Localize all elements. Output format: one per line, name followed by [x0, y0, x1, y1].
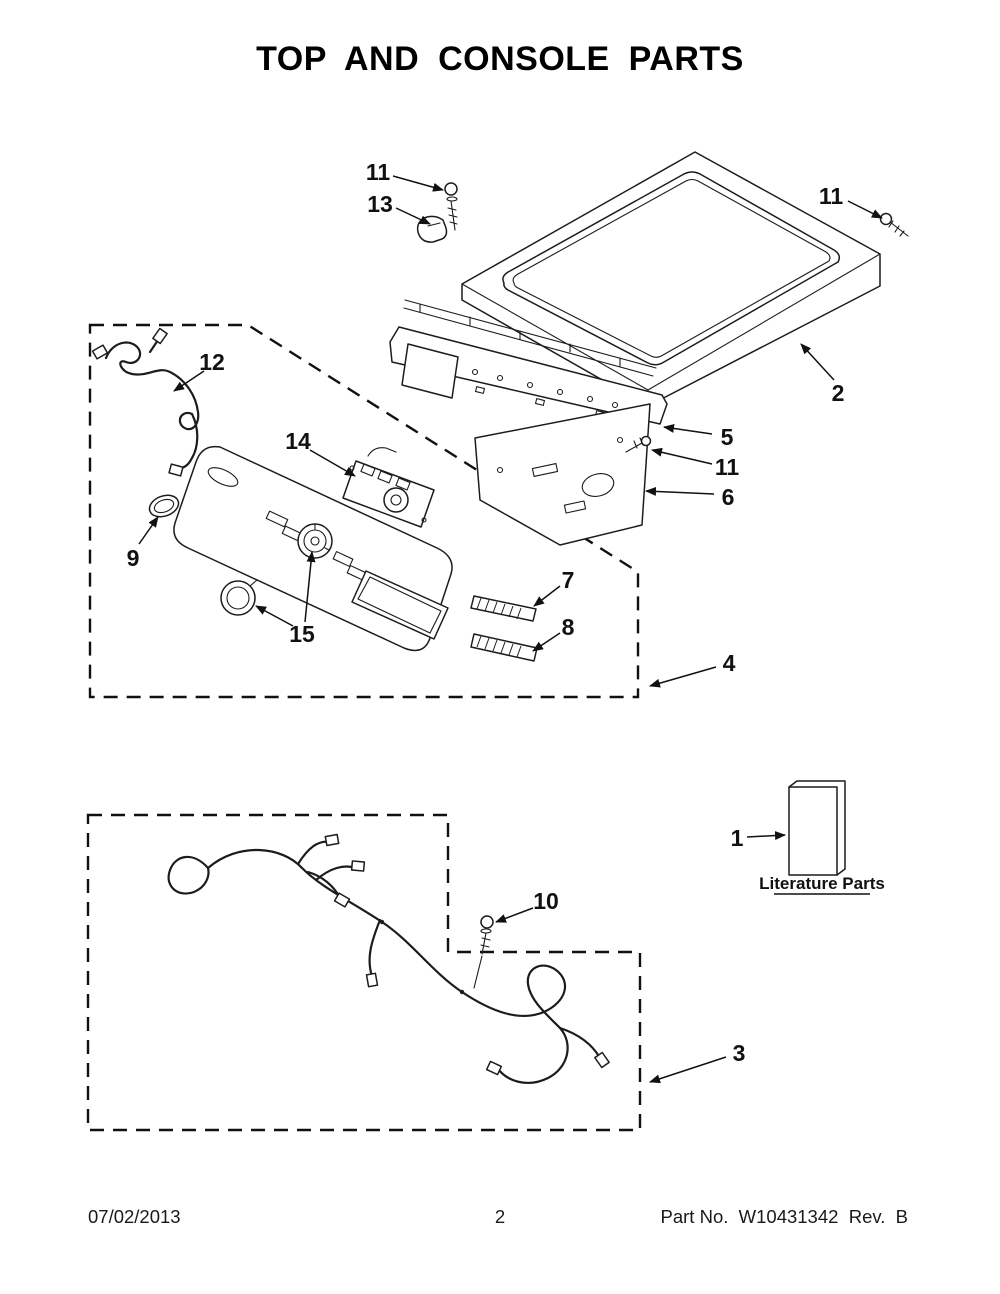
callout-15: 15 [289, 621, 315, 647]
callout-2: 2 [832, 380, 845, 406]
callout-9: 9 [127, 545, 140, 571]
page-title: TOP AND CONSOLE PARTS [256, 40, 744, 78]
callout-11-top: 11 [366, 159, 391, 185]
callout-leaders [138, 175, 883, 1084]
screw-11-mid [625, 435, 652, 453]
callout-4: 4 [723, 650, 736, 676]
console-cross-brace [389, 326, 668, 425]
callout-7: 7 [562, 567, 575, 593]
trim-strip-8 [470, 633, 538, 662]
top-panel [461, 151, 881, 407]
footer-part-number: Part No. W10431342 Rev. B [660, 1206, 908, 1227]
callout-11-mid: 11 [715, 454, 740, 480]
footer-date: 07/02/2013 [88, 1206, 181, 1227]
screw-11-right [879, 212, 909, 237]
callout-3: 3 [733, 1040, 746, 1066]
callout-12: 12 [199, 349, 225, 375]
callout-6: 6 [722, 484, 735, 510]
callout-numbers: 11 13 11 2 12 14 5 11 6 9 7 8 4 15 1 10 … [127, 159, 845, 1066]
knob-on-panel [297, 523, 333, 559]
callout-14: 14 [285, 428, 311, 454]
literature-parts-label: Literature Parts [759, 874, 885, 893]
rear-rail [403, 299, 657, 377]
callout-8: 8 [562, 614, 575, 640]
callout-13: 13 [367, 191, 393, 217]
console-front-panel [173, 445, 453, 652]
footer-page-number: 2 [494, 1206, 506, 1227]
console-rear-panel [474, 403, 651, 546]
literature-book-1 [774, 780, 870, 895]
screw-10 [473, 915, 494, 989]
trim-strip-7 [470, 595, 537, 622]
page-footer: 07/02/2013 2 Part No. W10431342 Rev. B [0, 1206, 1000, 1236]
callout-1: 1 [731, 825, 744, 851]
screw-11-top [444, 182, 458, 231]
wire-harness-12 [91, 327, 200, 477]
callout-5: 5 [721, 424, 734, 450]
badge-9 [148, 494, 180, 518]
callout-11-right: 11 [819, 183, 844, 209]
knob-ring-15 [220, 579, 258, 616]
wire-harness-3 [167, 833, 610, 1084]
callout-10: 10 [533, 888, 559, 914]
